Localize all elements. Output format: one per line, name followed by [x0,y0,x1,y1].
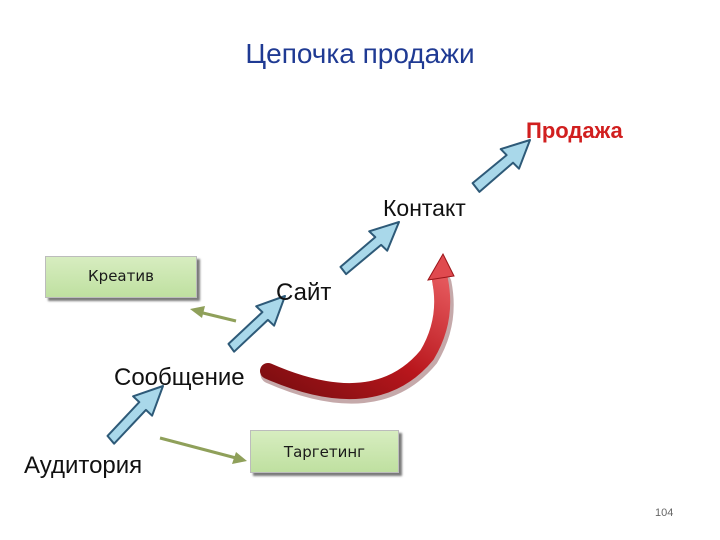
box-targeting-label: Таргетинг [283,443,366,461]
node-label-contact: Контакт [383,195,466,221]
page-number: 104 [655,507,674,519]
node-label-audience: Аудитория [24,452,143,479]
arrow-message-to-site [227,295,286,353]
box-targeting: Таргетинг [250,430,399,473]
arrow-audience-to-message [106,385,164,445]
arrow-to-creative [190,306,237,323]
box-creative: Креатив [45,256,197,298]
slide-title: Цепочка продажи [245,38,475,69]
curved-arrow-to-contact [260,252,455,404]
box-creative-label: Креатив [88,267,154,285]
arrow-contact-to-sale [471,139,531,193]
node-label-sale: Продажа [526,118,623,143]
arrow-audience-to-targeting [159,436,247,464]
node-label-message: Сообщение [114,364,245,391]
arrow-site-to-contact [339,221,400,276]
node-label-site: Сайт [276,279,332,306]
